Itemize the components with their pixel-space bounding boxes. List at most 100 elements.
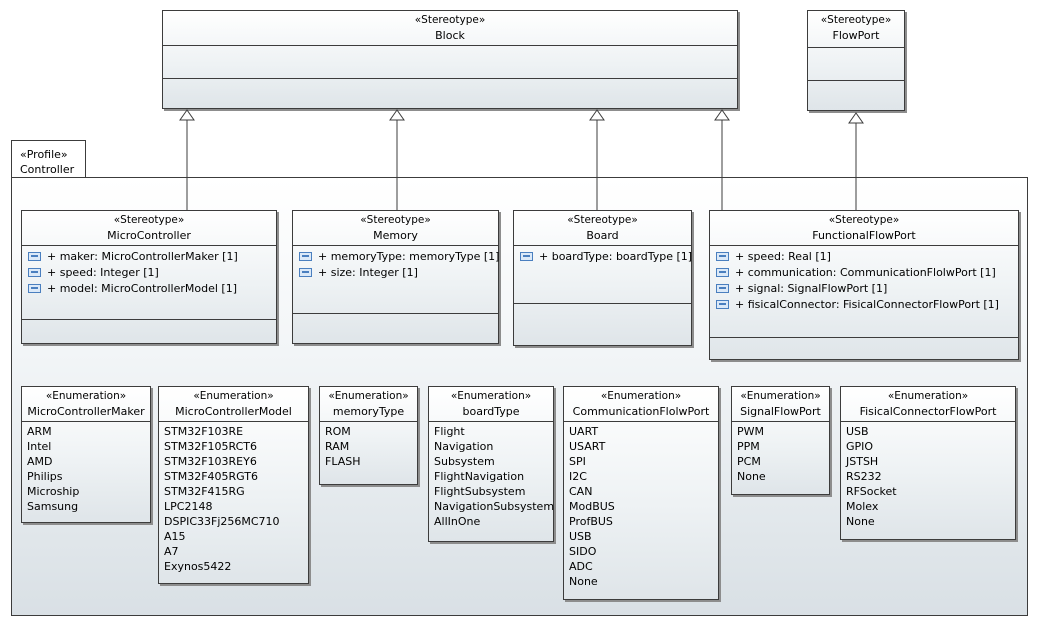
enum-memorytype[interactable]: «Enumeration» memoryType ROM RAM FLASH bbox=[319, 386, 418, 485]
enum-name: memoryType bbox=[332, 405, 405, 418]
enum-literal[interactable]: FlightNavigation bbox=[434, 470, 525, 483]
enum-literal[interactable]: ProfBUS bbox=[569, 515, 613, 528]
enum-name: CommunicationFlolwPort bbox=[572, 405, 710, 418]
enum-literal[interactable]: USB bbox=[846, 425, 869, 438]
enum-literal[interactable]: Microship bbox=[27, 485, 80, 498]
enum-literal[interactable]: DSPIC33Fj256MC710 bbox=[164, 515, 280, 528]
attribute-row[interactable]: + size: Integer [1] bbox=[293, 265, 498, 281]
attribute-row[interactable]: + maker: MicroControllerMaker [1] bbox=[22, 249, 276, 265]
enum-literal[interactable]: I2C bbox=[569, 470, 587, 483]
microcontroller-stereotype-box[interactable]: «Stereotype» MicroController + maker: Mi… bbox=[21, 210, 277, 344]
enum-literal[interactable]: CAN bbox=[569, 485, 593, 498]
literal-list: ROM RAM FLASH bbox=[320, 424, 417, 469]
generalization-arrowhead-microcontroller bbox=[179, 109, 195, 121]
block-stereotype-label: «Stereotype» bbox=[414, 14, 486, 26]
generalization-arrowhead-functionalflowport-block bbox=[714, 109, 730, 121]
stereotype-label: «Stereotype» bbox=[567, 214, 638, 226]
attribute-icon bbox=[28, 267, 41, 277]
enum-name: MicroControllerModel bbox=[175, 405, 292, 418]
enum-literal[interactable]: None bbox=[737, 470, 766, 483]
enum-literal[interactable]: Molex bbox=[846, 500, 879, 513]
enum-literal[interactable]: LPC2148 bbox=[164, 500, 213, 513]
enum-literal[interactable]: A15 bbox=[164, 530, 186, 543]
flowport-stereotype-box[interactable]: «Stereotype» FlowPort bbox=[807, 10, 905, 111]
literal-list: USB GPIO JSTSH RS232 RFSocket Molex None bbox=[841, 424, 1015, 529]
enum-literal[interactable]: AMD bbox=[27, 455, 53, 468]
stereotype-name: FunctionalFlowPort bbox=[812, 229, 916, 242]
enum-stereotype-label: «Enumeration» bbox=[328, 390, 409, 402]
enum-literal[interactable]: FlightSubsystem bbox=[434, 485, 526, 498]
attribute-row[interactable]: + speed: Integer [1] bbox=[22, 265, 276, 281]
enum-literal[interactable]: USART bbox=[569, 440, 606, 453]
enum-literal[interactable]: STM32F103REY6 bbox=[164, 455, 257, 468]
enum-literal[interactable]: GPIO bbox=[846, 440, 874, 453]
attribute-list: + memoryType: memoryType [1] + size: Int… bbox=[293, 249, 499, 281]
enum-literal[interactable]: FLASH bbox=[325, 455, 361, 468]
literal-list: UART USART SPI I2C CAN ModBUS ProfBUS US… bbox=[564, 424, 718, 589]
block-stereotype-box[interactable]: «Stereotype» Block bbox=[162, 10, 738, 109]
enum-literal[interactable]: ROM bbox=[325, 425, 351, 438]
block-name: Block bbox=[435, 29, 465, 42]
enum-literal[interactable]: STM32F105RCT6 bbox=[164, 440, 258, 453]
enum-literal[interactable]: RS232 bbox=[846, 470, 882, 483]
package-name: Controller bbox=[20, 163, 75, 176]
attribute-row[interactable]: + communication: CommunicationFlolwPort … bbox=[710, 265, 1018, 281]
enum-literal[interactable]: ARM bbox=[27, 425, 52, 438]
enum-literal[interactable]: NavigationSubsystem bbox=[434, 500, 555, 513]
memory-stereotype-box[interactable]: «Stereotype» Memory + memoryType: memory… bbox=[292, 210, 499, 344]
enum-literal[interactable]: PWM bbox=[737, 425, 765, 438]
enum-literal[interactable]: STM32F415RG bbox=[164, 485, 245, 498]
block-attributes-compartment bbox=[163, 45, 737, 46]
stereotype-name: MicroController bbox=[107, 229, 191, 242]
attribute-icon bbox=[299, 251, 312, 261]
enum-literal[interactable]: Intel bbox=[27, 440, 52, 453]
enum-microcontrollermaker[interactable]: «Enumeration» MicroControllerMaker ARM I… bbox=[21, 386, 151, 523]
enum-signalflowport[interactable]: «Enumeration» SignalFlowPort PWM PPM PCM… bbox=[731, 386, 830, 495]
enum-literal[interactable]: STM32F405RGT6 bbox=[164, 470, 259, 483]
enum-fisicalconnectorflowport[interactable]: «Enumeration» FisicalConnectorFlowPort U… bbox=[840, 386, 1016, 540]
attribute-row[interactable]: + speed: Real [1] bbox=[710, 249, 1018, 265]
enum-literal[interactable]: RAM bbox=[325, 440, 350, 453]
enum-literal[interactable]: None bbox=[569, 575, 598, 588]
attribute-row[interactable]: + memoryType: memoryType [1] bbox=[293, 249, 499, 265]
enum-literal[interactable]: SIDO bbox=[569, 545, 597, 558]
enum-boardtype[interactable]: «Enumeration» boardType Flight Navigatio… bbox=[428, 386, 554, 542]
enum-literal[interactable]: Flight bbox=[434, 425, 465, 438]
attribute-row[interactable]: + boardType: boardType [1] bbox=[514, 249, 692, 265]
attribute-icon bbox=[299, 267, 312, 277]
enum-communicationflolwport[interactable]: «Enumeration» CommunicationFlolwPort UAR… bbox=[563, 386, 719, 600]
enum-literal[interactable]: STM32F103RE bbox=[164, 425, 244, 438]
flowport-attributes-compartment bbox=[808, 47, 904, 48]
enum-literal[interactable]: JSTSH bbox=[846, 455, 879, 468]
enum-literal[interactable]: USB bbox=[569, 530, 592, 543]
enum-literal[interactable]: Exynos5422 bbox=[164, 560, 232, 573]
enum-literal[interactable]: Samsung bbox=[27, 500, 79, 513]
generalization-arrowhead-functionalflowport-flowport bbox=[848, 112, 864, 124]
enum-literal[interactable]: RFSocket bbox=[846, 485, 897, 498]
enum-stereotype-label: «Enumeration» bbox=[45, 390, 127, 402]
package-tab[interactable]: «Profile» Controller bbox=[11, 140, 86, 178]
attribute-list: + maker: MicroControllerMaker [1] + spee… bbox=[22, 249, 276, 297]
enum-microcontrollermodel[interactable]: «Enumeration» MicroControllerModel STM32… bbox=[158, 386, 309, 584]
enum-literal[interactable]: PCM bbox=[737, 455, 761, 468]
package-stereotype: «Profile» bbox=[20, 148, 68, 161]
enum-literal[interactable]: UART bbox=[569, 425, 599, 438]
enum-literal[interactable]: Subsystem bbox=[434, 455, 495, 468]
functionalflowport-stereotype-box[interactable]: «Stereotype» FunctionalFlowPort + speed:… bbox=[709, 210, 1019, 360]
enum-literal[interactable]: Philips bbox=[27, 470, 63, 483]
enum-literal[interactable]: AllInOne bbox=[434, 515, 481, 528]
enum-literal[interactable]: PPM bbox=[737, 440, 760, 453]
enum-literal[interactable]: A7 bbox=[164, 545, 179, 558]
enum-literal[interactable]: SPI bbox=[569, 455, 586, 468]
attribute-row[interactable]: + model: MicroControllerModel [1] bbox=[22, 281, 276, 297]
attribute-row[interactable]: + fisicalConnector: FisicalConnectorFlow… bbox=[710, 297, 1018, 313]
enum-literal[interactable]: None bbox=[846, 515, 875, 528]
flowport-stereotype-label: «Stereotype» bbox=[820, 14, 892, 26]
enum-literal[interactable]: ModBUS bbox=[569, 500, 615, 513]
enum-literal[interactable]: Navigation bbox=[434, 440, 494, 453]
board-stereotype-box[interactable]: «Stereotype» Board + boardType: boardTyp… bbox=[513, 210, 692, 346]
attribute-row[interactable]: + signal: SignalFlowPort [1] bbox=[710, 281, 1018, 297]
generalization-arrowhead-board bbox=[589, 109, 605, 121]
attribute-list: + speed: Real [1] + communication: Commu… bbox=[710, 249, 1018, 313]
enum-literal[interactable]: ADC bbox=[569, 560, 593, 573]
